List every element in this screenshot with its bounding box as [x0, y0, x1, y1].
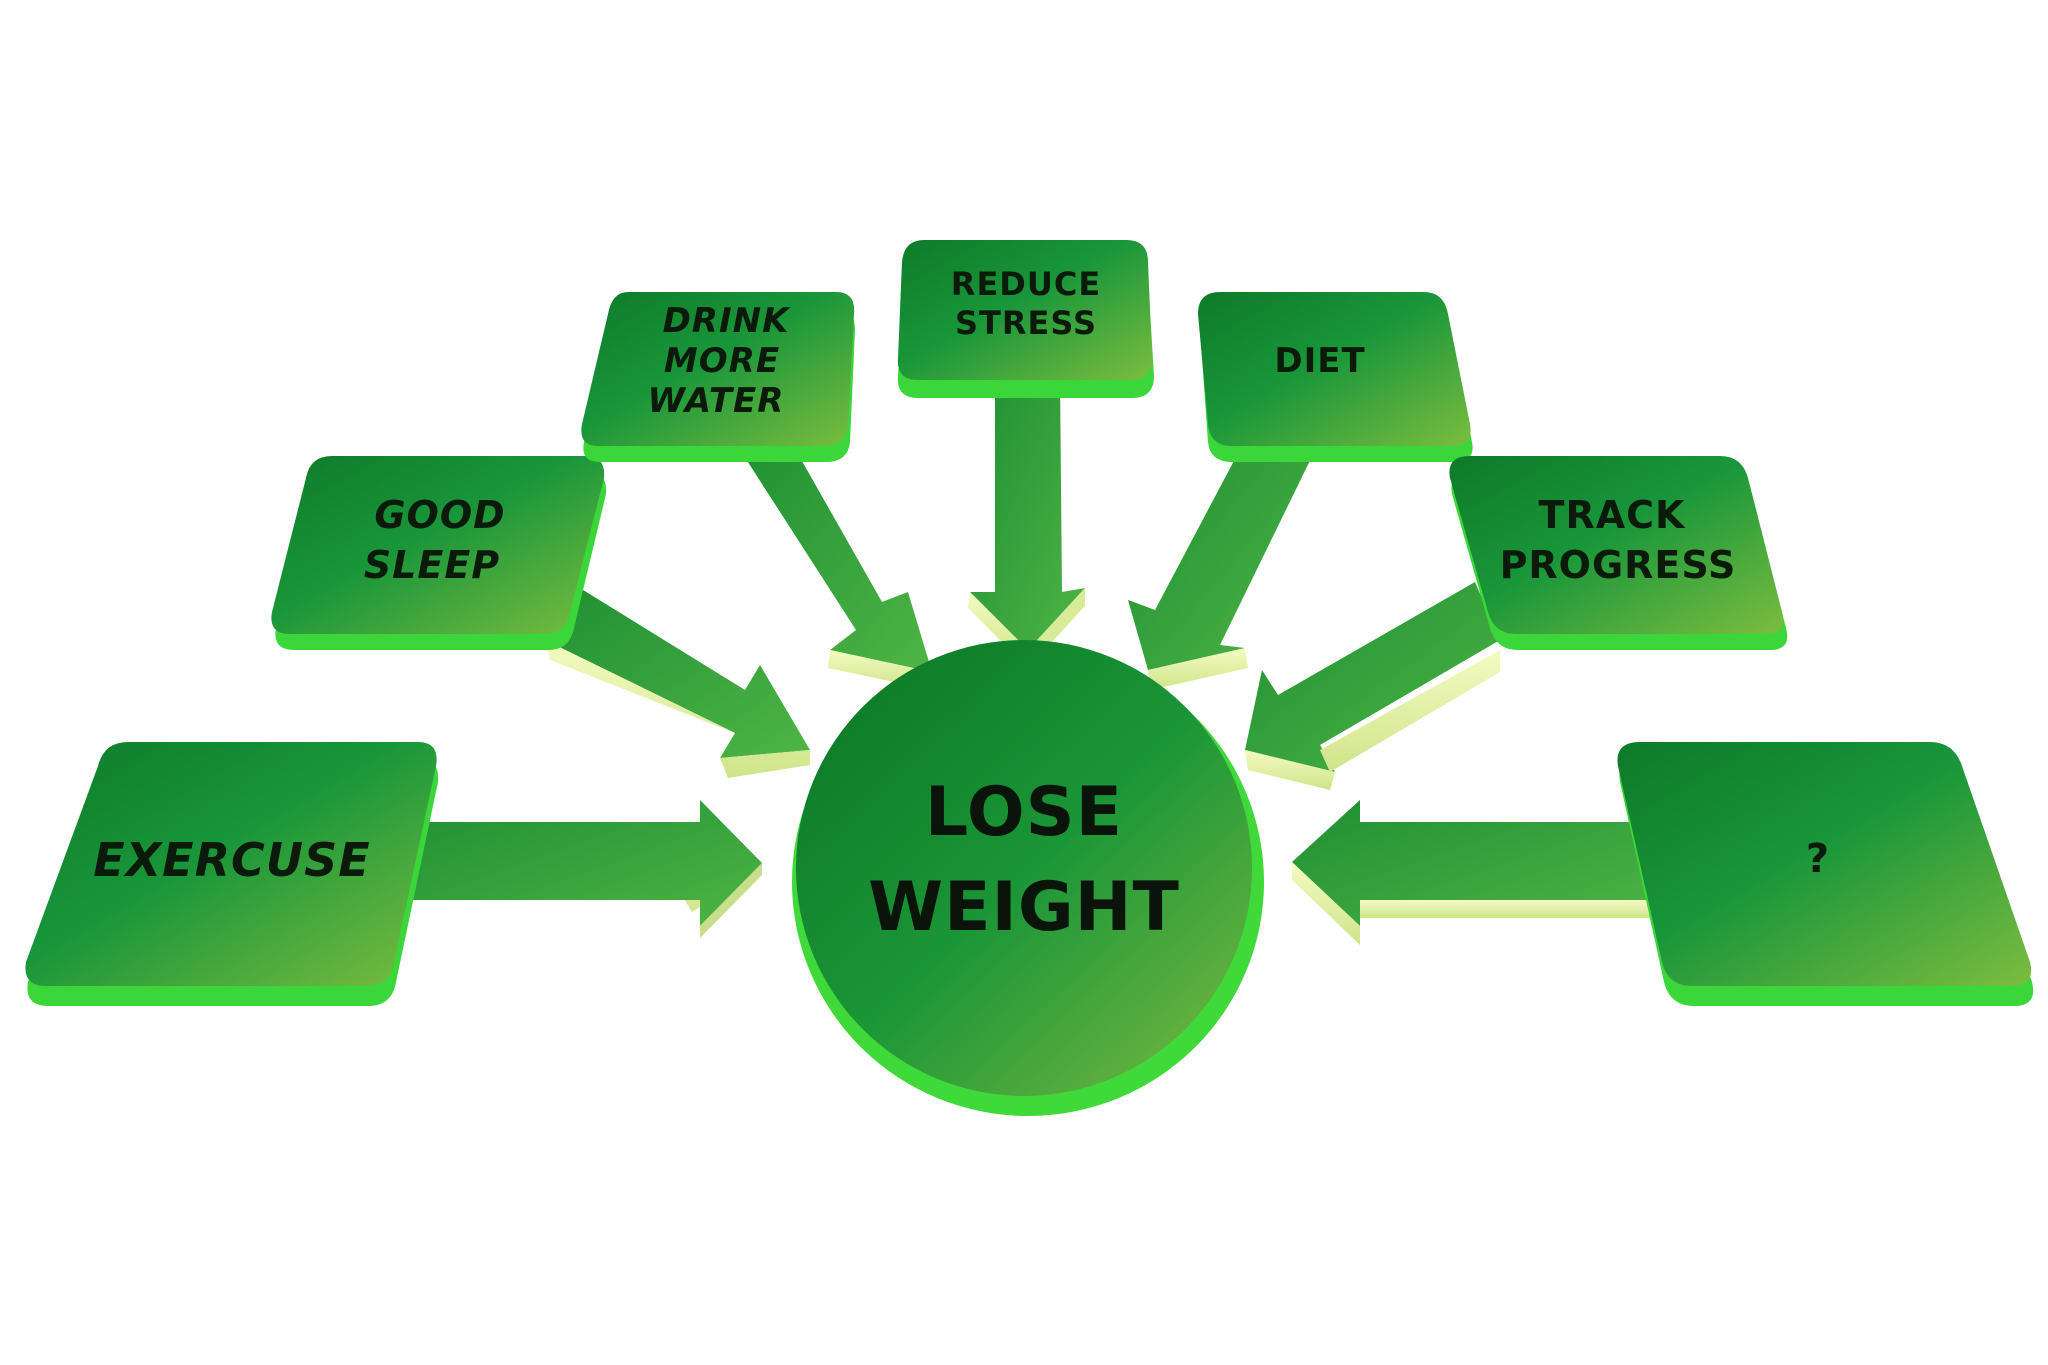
factor-label-track-progress-line-2: PROGRESS: [1500, 543, 1737, 587]
factor-box-diet: DIET: [1198, 292, 1473, 462]
factor-label-good-sleep-line-1: GOOD: [374, 493, 505, 537]
factor-label-question: ?: [1806, 836, 1830, 882]
arrow-question: [1292, 800, 1660, 945]
arrow-reduce-stress: [968, 380, 1085, 668]
factor-box-drink-more-water: DRINK MORE WATER: [581, 292, 855, 462]
center-label-line-1: LOSE: [925, 773, 1123, 852]
arrow-good-sleep: [545, 585, 810, 778]
center-node-lose-weight: LOSE WEIGHT: [792, 640, 1264, 1116]
factor-label-drink-line-3: WATER: [648, 381, 785, 421]
factor-label-exercuse: EXERCUSE: [93, 833, 370, 887]
factor-box-question: ?: [1617, 742, 2034, 1006]
arrows: [395, 380, 1660, 945]
factor-box-reduce-stress: REDUCE STRESS: [897, 240, 1154, 398]
factor-label-reduce-stress-line-2: STRESS: [955, 304, 1097, 342]
factor-label-reduce-stress-line-1: REDUCE: [951, 265, 1101, 303]
center-label-line-2: WEIGHT: [868, 868, 1180, 947]
factor-label-drink-line-1: DRINK: [663, 301, 792, 341]
factor-box-good-sleep: GOOD SLEEP: [271, 456, 607, 650]
arrow-exercuse: [395, 800, 762, 938]
factor-label-drink-line-2: MORE: [664, 341, 780, 381]
arrow-diet: [1128, 440, 1320, 690]
factor-label-track-progress-line-1: TRACK: [1539, 493, 1686, 537]
factor-box-exercuse: EXERCUSE: [25, 742, 439, 1006]
factor-box-track-progress: TRACK PROGRESS: [1449, 456, 1788, 650]
factor-label-good-sleep-line-2: SLEEP: [364, 543, 500, 587]
arrow-drink-water: [735, 440, 932, 690]
arrow-track-progress: [1245, 582, 1500, 790]
factor-label-diet: DIET: [1274, 341, 1365, 381]
